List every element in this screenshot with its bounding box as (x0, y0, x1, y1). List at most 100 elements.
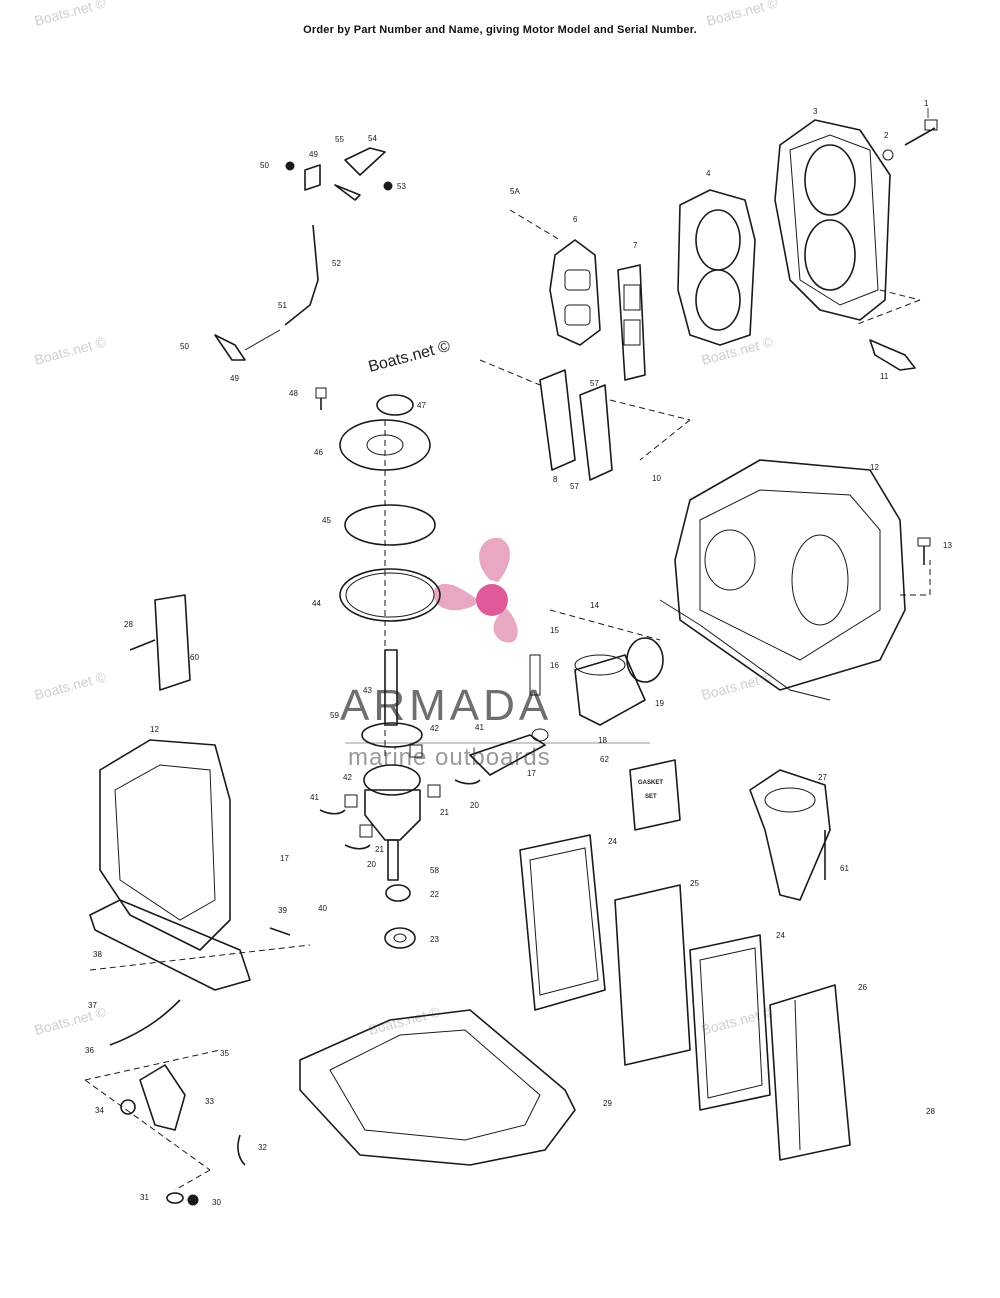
callout-52: 52 (332, 259, 341, 268)
callout-6: 6 (573, 215, 578, 224)
callout-58: 58 (430, 866, 439, 875)
callout-4: 4 (706, 169, 711, 178)
callout-44: 44 (312, 599, 321, 608)
exhaust-inner-plate (519, 834, 606, 1011)
callout-28-top: 28 (124, 620, 133, 629)
callout-21-right: 21 (440, 808, 449, 817)
callout-12-crankcase: 12 (150, 725, 159, 734)
cylinder-block (659, 459, 931, 701)
callout-43: 43 (363, 686, 372, 695)
base-gasket (299, 1009, 576, 1166)
callout-61: 61 (840, 864, 849, 873)
exhaust-cover (749, 769, 831, 901)
screw (315, 387, 327, 410)
bracket (129, 594, 191, 691)
callout-17-rod: 17 (527, 769, 536, 778)
callout-36: 36 (85, 1046, 94, 1055)
callout-39: 39 (278, 906, 287, 915)
propeller-icon (433, 537, 518, 643)
block-bolt (917, 537, 931, 565)
callout-45: 45 (322, 516, 331, 525)
watermark-text: Boats.net © (705, 0, 781, 29)
throttle-rod (214, 147, 393, 361)
crankcase-seal-ring (339, 568, 441, 622)
callout-19: 19 (655, 699, 664, 708)
gasket-box-label: SET (645, 794, 657, 800)
needle-bearings (344, 744, 441, 838)
callout-21-left: 21 (375, 845, 384, 854)
callout-17-left: 17 (280, 854, 289, 863)
callout-29: 29 (603, 1099, 612, 1108)
spark-plug (854, 289, 921, 371)
exhaust-plate-gasket (614, 884, 691, 1066)
callout-30-bottom: 30 (212, 1198, 221, 1207)
callout-47: 47 (417, 401, 426, 410)
callout-34: 34 (95, 1106, 104, 1115)
watermark-text-strong: Boats.net © (367, 338, 453, 376)
callout-37: 37 (88, 1001, 97, 1010)
reed-plates (479, 359, 691, 481)
callout-62: 62 (600, 755, 609, 764)
piston (574, 654, 646, 726)
intake-cover (549, 239, 601, 346)
callout-20-right: 20 (470, 801, 479, 810)
callout-41-left: 41 (310, 793, 319, 802)
callout-35: 35 (220, 1049, 229, 1058)
cylinder-head-cover (774, 119, 891, 321)
callout-49-bottom: 49 (230, 374, 239, 383)
callout-40: 40 (318, 904, 327, 913)
washer (166, 1192, 199, 1206)
crankshaft (361, 649, 423, 881)
callout-57-top: 57 (590, 379, 599, 388)
armada-logo: ARMADA marine outboards (340, 537, 650, 771)
callout-55: 55 (335, 135, 344, 144)
callout-15: 15 (550, 626, 559, 635)
retainer-plate (344, 504, 436, 546)
intake-gasket (617, 264, 646, 381)
callout-7: 7 (633, 241, 638, 250)
watermarks: Boats.net © Boats.net © Boats.net © Boat… (33, 0, 781, 1038)
callout-14: 14 (590, 601, 599, 610)
callout-20-left: 20 (367, 860, 376, 869)
callout-18: 18 (598, 736, 607, 745)
order-instructions: Order by Part Number and Name, giving Mo… (303, 24, 697, 36)
callout-31: 31 (140, 1193, 149, 1202)
cylinder-head-gasket (677, 189, 756, 346)
callout-5a: 5A (510, 187, 520, 196)
callout-54: 54 (368, 134, 377, 143)
throttle-linkage (84, 999, 246, 1191)
bearing (384, 884, 416, 949)
watermark-text: Boats.net © (33, 0, 109, 29)
callout-23: 23 (430, 935, 439, 944)
callout-57-bottom: 57 (570, 482, 579, 491)
callout-12-block: 12 (870, 463, 879, 472)
watermark-text: Boats.net © (33, 668, 109, 703)
callout-32: 32 (258, 1143, 267, 1152)
crankcase-half (89, 739, 311, 991)
callout-24-outer: 24 (776, 931, 785, 940)
callout-28-bottom: 28 (926, 1107, 935, 1116)
callout-59: 59 (330, 711, 339, 720)
exhaust-cover-plate (769, 984, 851, 1161)
gasket-set-box: GASKET SET (629, 759, 681, 831)
callout-25: 25 (690, 879, 699, 888)
callout-22: 22 (430, 890, 439, 899)
exhaust-outer-plate (689, 934, 771, 1111)
callout-38: 38 (93, 950, 102, 959)
head-bolt (882, 119, 938, 161)
callout-27: 27 (818, 773, 827, 782)
callout-41-right: 41 (475, 723, 484, 732)
piston-ring (626, 637, 664, 683)
callout-46: 46 (314, 448, 323, 457)
callout-48: 48 (289, 389, 298, 398)
callout-42-left: 42 (343, 773, 352, 782)
callout-2: 2 (884, 131, 889, 140)
callout-13: 13 (943, 541, 952, 550)
callout-42-right: 42 (430, 724, 439, 733)
watermark-text: Boats.net © (700, 668, 776, 703)
gasket-box-label: GASKET (638, 780, 663, 786)
stud (269, 927, 291, 936)
callout-50-left: 50 (180, 342, 189, 351)
